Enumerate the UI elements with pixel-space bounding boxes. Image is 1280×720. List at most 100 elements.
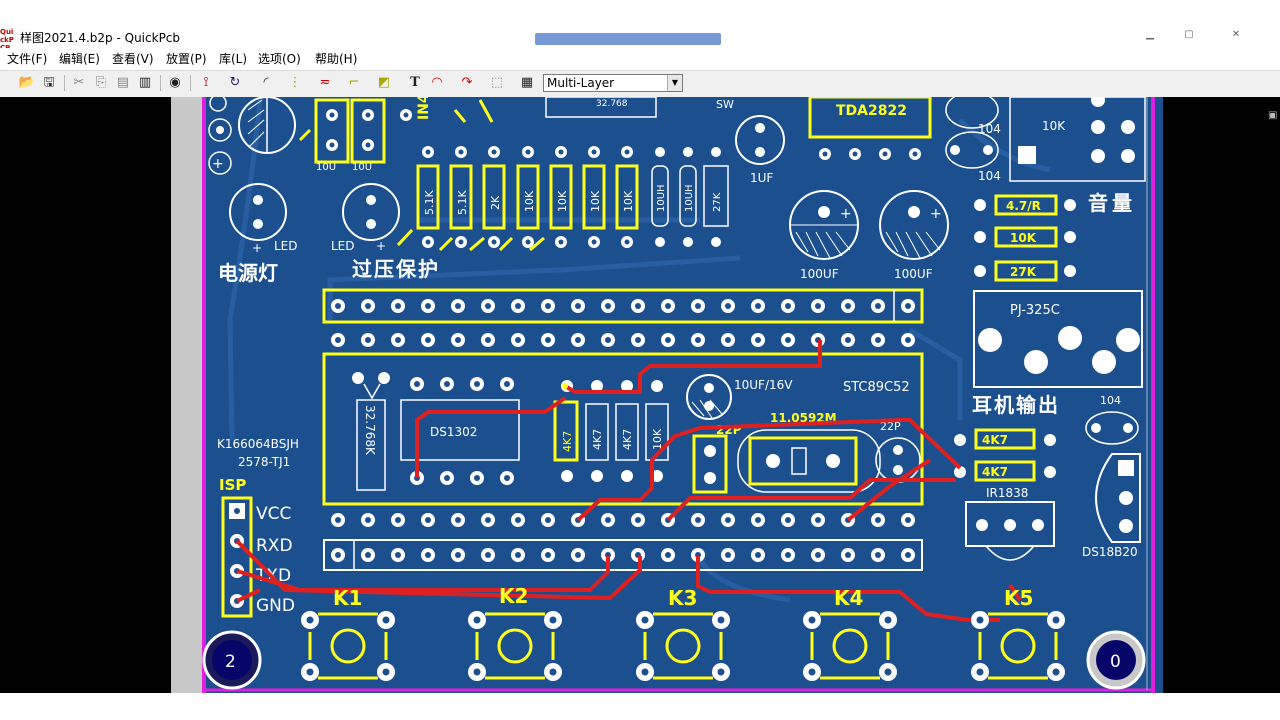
copy-icon[interactable]: ⎘: [95, 75, 107, 90]
menu-place[interactable]: 放置(P): [166, 52, 207, 66]
small-label: 32.768: [596, 99, 628, 109]
r104b-label: 104: [978, 169, 1001, 183]
pad-hole: [725, 303, 731, 309]
xtal32-label: 32.768K: [363, 405, 377, 456]
pad-hole: [785, 303, 791, 309]
scroll-marker-icon[interactable]: ▣: [1268, 110, 1278, 121]
toolbar-separator: [64, 75, 65, 91]
svg-text:IN4: IN4: [416, 97, 432, 120]
pad-hole: [306, 668, 314, 676]
select-box-icon[interactable]: ⬚: [490, 75, 504, 90]
cut-icon[interactable]: ✂: [73, 75, 85, 90]
menu-library[interactable]: 库(L): [219, 52, 248, 66]
pad-hole: [808, 668, 816, 676]
pad-hole: [875, 552, 881, 558]
track-icon[interactable]: ⟟: [203, 75, 209, 90]
menu-file[interactable]: 文件(F): [7, 52, 48, 66]
menu-options[interactable]: 选项(O): [258, 52, 301, 66]
pad-hole: [335, 303, 341, 309]
pad-hole: [905, 552, 911, 558]
pad-hole: [455, 517, 461, 523]
title-progress-decor: [535, 33, 721, 45]
cap10-label: 10UF/16V: [734, 378, 793, 392]
layer-select[interactable]: Multi-Layer ▼: [543, 74, 683, 92]
layer-icon[interactable]: ▦: [520, 75, 534, 90]
pad-hole: [905, 303, 911, 309]
r7-label: 10K: [622, 190, 635, 212]
key-button[interactable]: [832, 628, 868, 664]
menu-help[interactable]: 帮助(H): [315, 52, 358, 66]
screen-top-strip: [0, 0, 1280, 26]
maximize-button[interactable]: ▢: [1184, 29, 1194, 40]
mcu-label: STC89C52: [843, 380, 910, 395]
pad-hole: [725, 337, 731, 343]
rv3-label: 4K7: [621, 429, 634, 450]
k5-label: K5: [1004, 586, 1033, 610]
pad-hole: [665, 552, 671, 558]
component-icon[interactable]: ▥: [138, 75, 152, 90]
fill-icon[interactable]: ◩: [377, 75, 391, 90]
pad-hole: [605, 337, 611, 343]
arc-ccw-icon[interactable]: ◠: [431, 75, 443, 90]
rxd-label: RXD: [256, 536, 293, 556]
line-icon[interactable]: ⌐: [348, 75, 360, 90]
key-button[interactable]: [330, 628, 366, 664]
ic-top-label: TDA2822: [836, 103, 907, 119]
cap100a-label: 100UF: [800, 267, 839, 281]
k3-label: K3: [668, 586, 697, 610]
pad-hole: [455, 552, 461, 558]
via-icon[interactable]: ⋮: [288, 75, 302, 90]
pad-hole: [382, 616, 390, 624]
k2-label: K2: [499, 584, 528, 608]
pad-hole: [425, 303, 431, 309]
disp1-label: K166064BSJH: [217, 437, 299, 451]
key-button[interactable]: [1000, 628, 1036, 664]
text-icon[interactable]: T: [410, 75, 420, 90]
key-button[interactable]: [665, 628, 701, 664]
r10k-label: 10K: [1010, 231, 1037, 245]
pad-hole: [976, 668, 984, 676]
pad-hole: [725, 552, 731, 558]
pad-hole: [485, 303, 491, 309]
pad-hole: [545, 303, 551, 309]
menu-view[interactable]: 查看(V): [112, 52, 154, 66]
r6-label: 10K: [589, 190, 602, 212]
pad-hole: [725, 517, 731, 523]
pad-hole: [335, 337, 341, 343]
arc-icon[interactable]: ↻: [229, 75, 241, 90]
menu-edit[interactable]: 编辑(E): [59, 52, 100, 66]
pad-hole: [485, 552, 491, 558]
save-icon[interactable]: 🖫: [43, 75, 55, 90]
k1-label: K1: [333, 586, 362, 610]
paste-icon[interactable]: ▤: [116, 75, 130, 90]
uf1-label: 1UF: [750, 171, 773, 185]
pad-icon[interactable]: ◉: [169, 75, 181, 90]
curve-icon[interactable]: ◜: [263, 75, 269, 90]
pad-hole: [395, 552, 401, 558]
pad-hole: [976, 616, 984, 624]
minimize-button[interactable]: ▁: [1146, 29, 1154, 40]
pad-hole: [635, 517, 641, 523]
pad-hole: [515, 337, 521, 343]
chevron-down-icon[interactable]: ▼: [667, 75, 682, 91]
close-button[interactable]: ✕: [1231, 29, 1241, 40]
pad-hole: [515, 517, 521, 523]
left-panel: [0, 97, 171, 693]
r27k-label: 27K: [1010, 265, 1037, 279]
pad-hole: [306, 616, 314, 624]
pad-hole: [665, 303, 671, 309]
pad-hole: [695, 517, 701, 523]
app-icon: QuickPCB: [0, 28, 16, 52]
key-button[interactable]: [497, 628, 533, 664]
sw-label: SW: [716, 98, 734, 111]
pcb-canvas[interactable]: + + LED + LED 电源灯 过压保护 10U 10U IN4 5.1K …: [202, 97, 1163, 693]
r104c-label: 104: [1100, 394, 1121, 407]
jumper-icon[interactable]: ≂: [319, 75, 331, 90]
pad-hole: [365, 552, 371, 558]
arc-cw-icon[interactable]: ↷: [461, 75, 473, 90]
pad-hole: [335, 552, 341, 558]
l1-label: 10UH: [656, 184, 667, 212]
pad-hole: [845, 552, 851, 558]
r3-label: 2K: [489, 195, 502, 210]
open-icon[interactable]: 📂: [18, 75, 36, 90]
